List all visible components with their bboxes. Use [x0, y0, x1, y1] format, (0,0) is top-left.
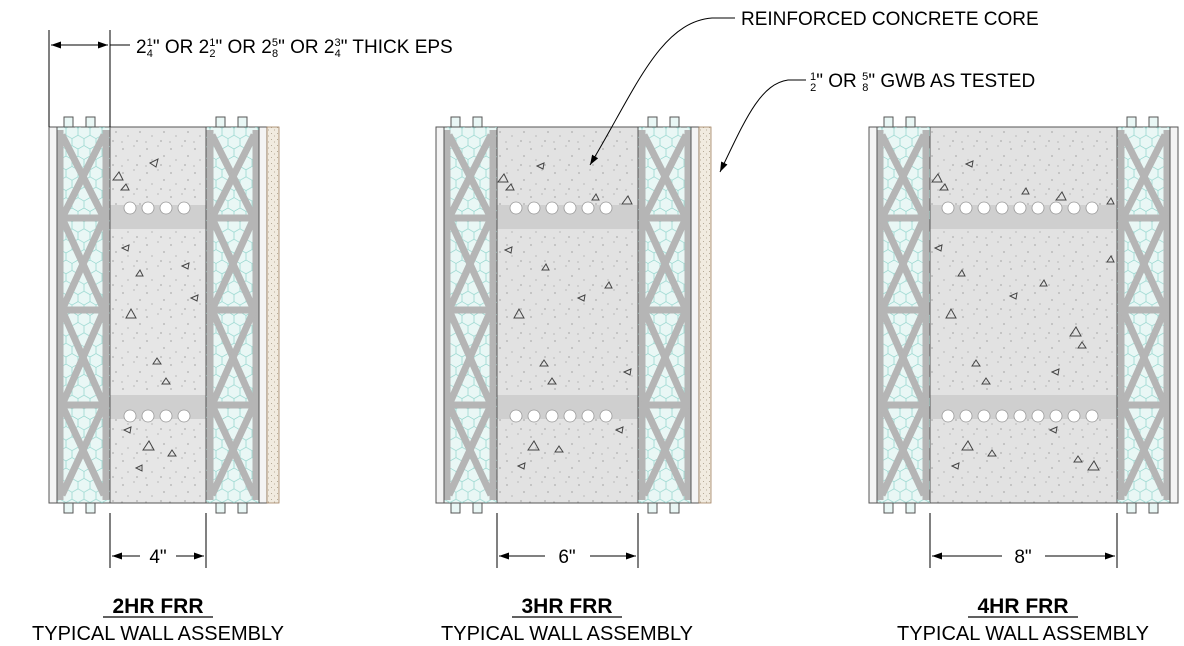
rating-4hr: 4HR FRR: [977, 595, 1068, 618]
ff-web-right: [206, 130, 260, 500]
flange-strip-left: [868, 126, 878, 504]
aggregate-marks: [497, 162, 633, 470]
assembly-2hr: 4" 2HR FRR TYPICAL WALL ASSEMBLY: [32, 116, 284, 645]
ff-web-left: [876, 130, 930, 500]
dim-core-4hr: 8": [1014, 547, 1031, 568]
subtitle-2hr: TYPICAL WALL ASSEMBLY: [32, 623, 284, 645]
concrete-core-speckle: [497, 127, 638, 503]
dim-core-2hr: 4": [149, 547, 166, 568]
flange-strip-right: [1169, 126, 1179, 504]
rating-2hr: 2HR FRR: [112, 595, 203, 618]
concrete-core-speckle: [930, 127, 1117, 503]
core-callout: REINFORCED CONCRETE CORE: [589, 9, 1039, 166]
flange-strip-right: [258, 126, 268, 504]
concrete-core-speckle: [110, 127, 206, 503]
subtitle-3hr: TYPICAL WALL ASSEMBLY: [441, 623, 693, 645]
flange-strip-left: [435, 126, 445, 504]
assembly-3hr: 6" 3HR FRR TYPICAL WALL ASSEMBLY: [435, 116, 712, 645]
subtitle-4hr: TYPICAL WALL ASSEMBLY: [897, 623, 1149, 645]
dim-core-3hr: 6": [558, 547, 575, 568]
assembly-4hr: 8" 4HR FRR TYPICAL WALL ASSEMBLY: [868, 116, 1179, 645]
aggregate-marks: [931, 160, 1115, 471]
gwb-board: [698, 126, 712, 504]
aggregate-marks: [112, 158, 199, 472]
core-note: REINFORCED CONCRETE CORE: [741, 9, 1039, 30]
ff-web-left: [56, 130, 110, 500]
ff-web-left: [443, 130, 497, 500]
gwb-board: [266, 126, 280, 504]
flange-strip-right: [690, 126, 700, 504]
flange-strip-left: [48, 126, 58, 504]
ff-web-right: [1117, 130, 1171, 500]
ff-web-right: [638, 130, 692, 500]
rating-3hr: 3HR FRR: [521, 595, 612, 618]
